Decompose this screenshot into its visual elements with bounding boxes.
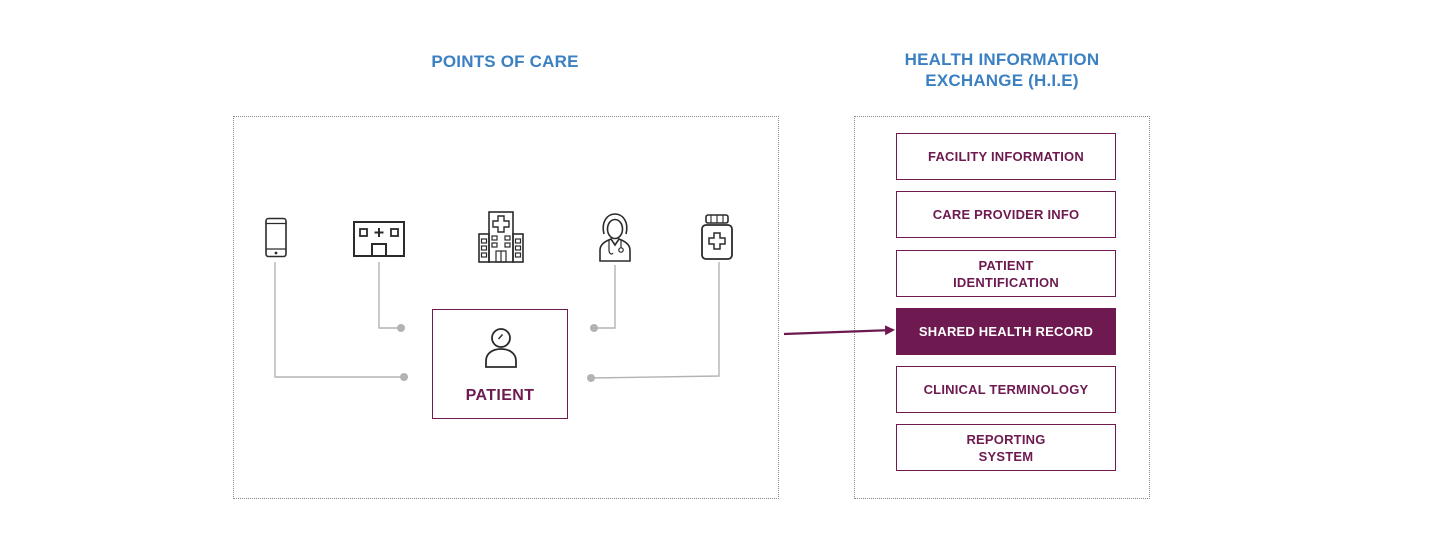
hospital-icon [478, 211, 524, 263]
pharmacy-connector [590, 262, 720, 379]
phone-connector [274, 262, 404, 378]
clinic-icon [353, 221, 405, 257]
points-of-care-panel [233, 116, 779, 499]
hie-title-line-1: HEALTH INFORMATION [904, 50, 1100, 69]
hie-title: HEALTH INFORMATION EXCHANGE (H.I.E) [860, 49, 1144, 91]
hie-panel [854, 116, 1150, 499]
hie-item-care-provider-info: CARE PROVIDER INFO [896, 191, 1116, 238]
hie-item-label-line-1: REPORTING [966, 431, 1046, 447]
phone-connector-dot [400, 373, 408, 381]
pharmacy-icon [701, 214, 733, 260]
hie-item-label: SHARED HEALTH RECORD [918, 324, 1094, 339]
hie-item-label-line-1: PATIENT [978, 257, 1034, 273]
patient-label: PATIENT [465, 387, 535, 404]
clinic-connector [378, 262, 401, 329]
hie-item-label-line-2: IDENTIFICATION [953, 274, 1059, 290]
hie-item-shared-health-record: SHARED HEALTH RECORD [896, 308, 1116, 355]
patient-box: PATIENT [432, 309, 568, 419]
doctor-connector [594, 265, 616, 329]
points-of-care-title: POINTS OF CARE [431, 52, 579, 71]
hie-title-line-2: EXCHANGE (H.I.E) [925, 71, 1079, 90]
mobile-phone-icon [265, 217, 287, 258]
doctor-icon [599, 213, 631, 262]
hie-item-clinical-terminology: CLINICAL TERMINOLOGY [896, 366, 1116, 413]
patient-icon [485, 328, 517, 368]
doctor-connector-dot [590, 324, 598, 332]
hie-item-label: CARE PROVIDER INFO [932, 207, 1080, 222]
flow-arrow [783, 325, 895, 336]
pharmacy-connector-dot [587, 374, 595, 382]
hie-item-label: CLINICAL TERMINOLOGY [923, 382, 1089, 397]
hie-item-patient-identification: PATIENT IDENTIFICATION [896, 250, 1116, 297]
hie-item-facility-information: FACILITY INFORMATION [896, 133, 1116, 180]
clinic-connector-dot [397, 324, 405, 332]
hie-item-reporting-system: REPORTING SYSTEM [896, 424, 1116, 471]
hie-item-label-line-2: SYSTEM [978, 448, 1034, 464]
hie-item-label: FACILITY INFORMATION [928, 149, 1084, 164]
